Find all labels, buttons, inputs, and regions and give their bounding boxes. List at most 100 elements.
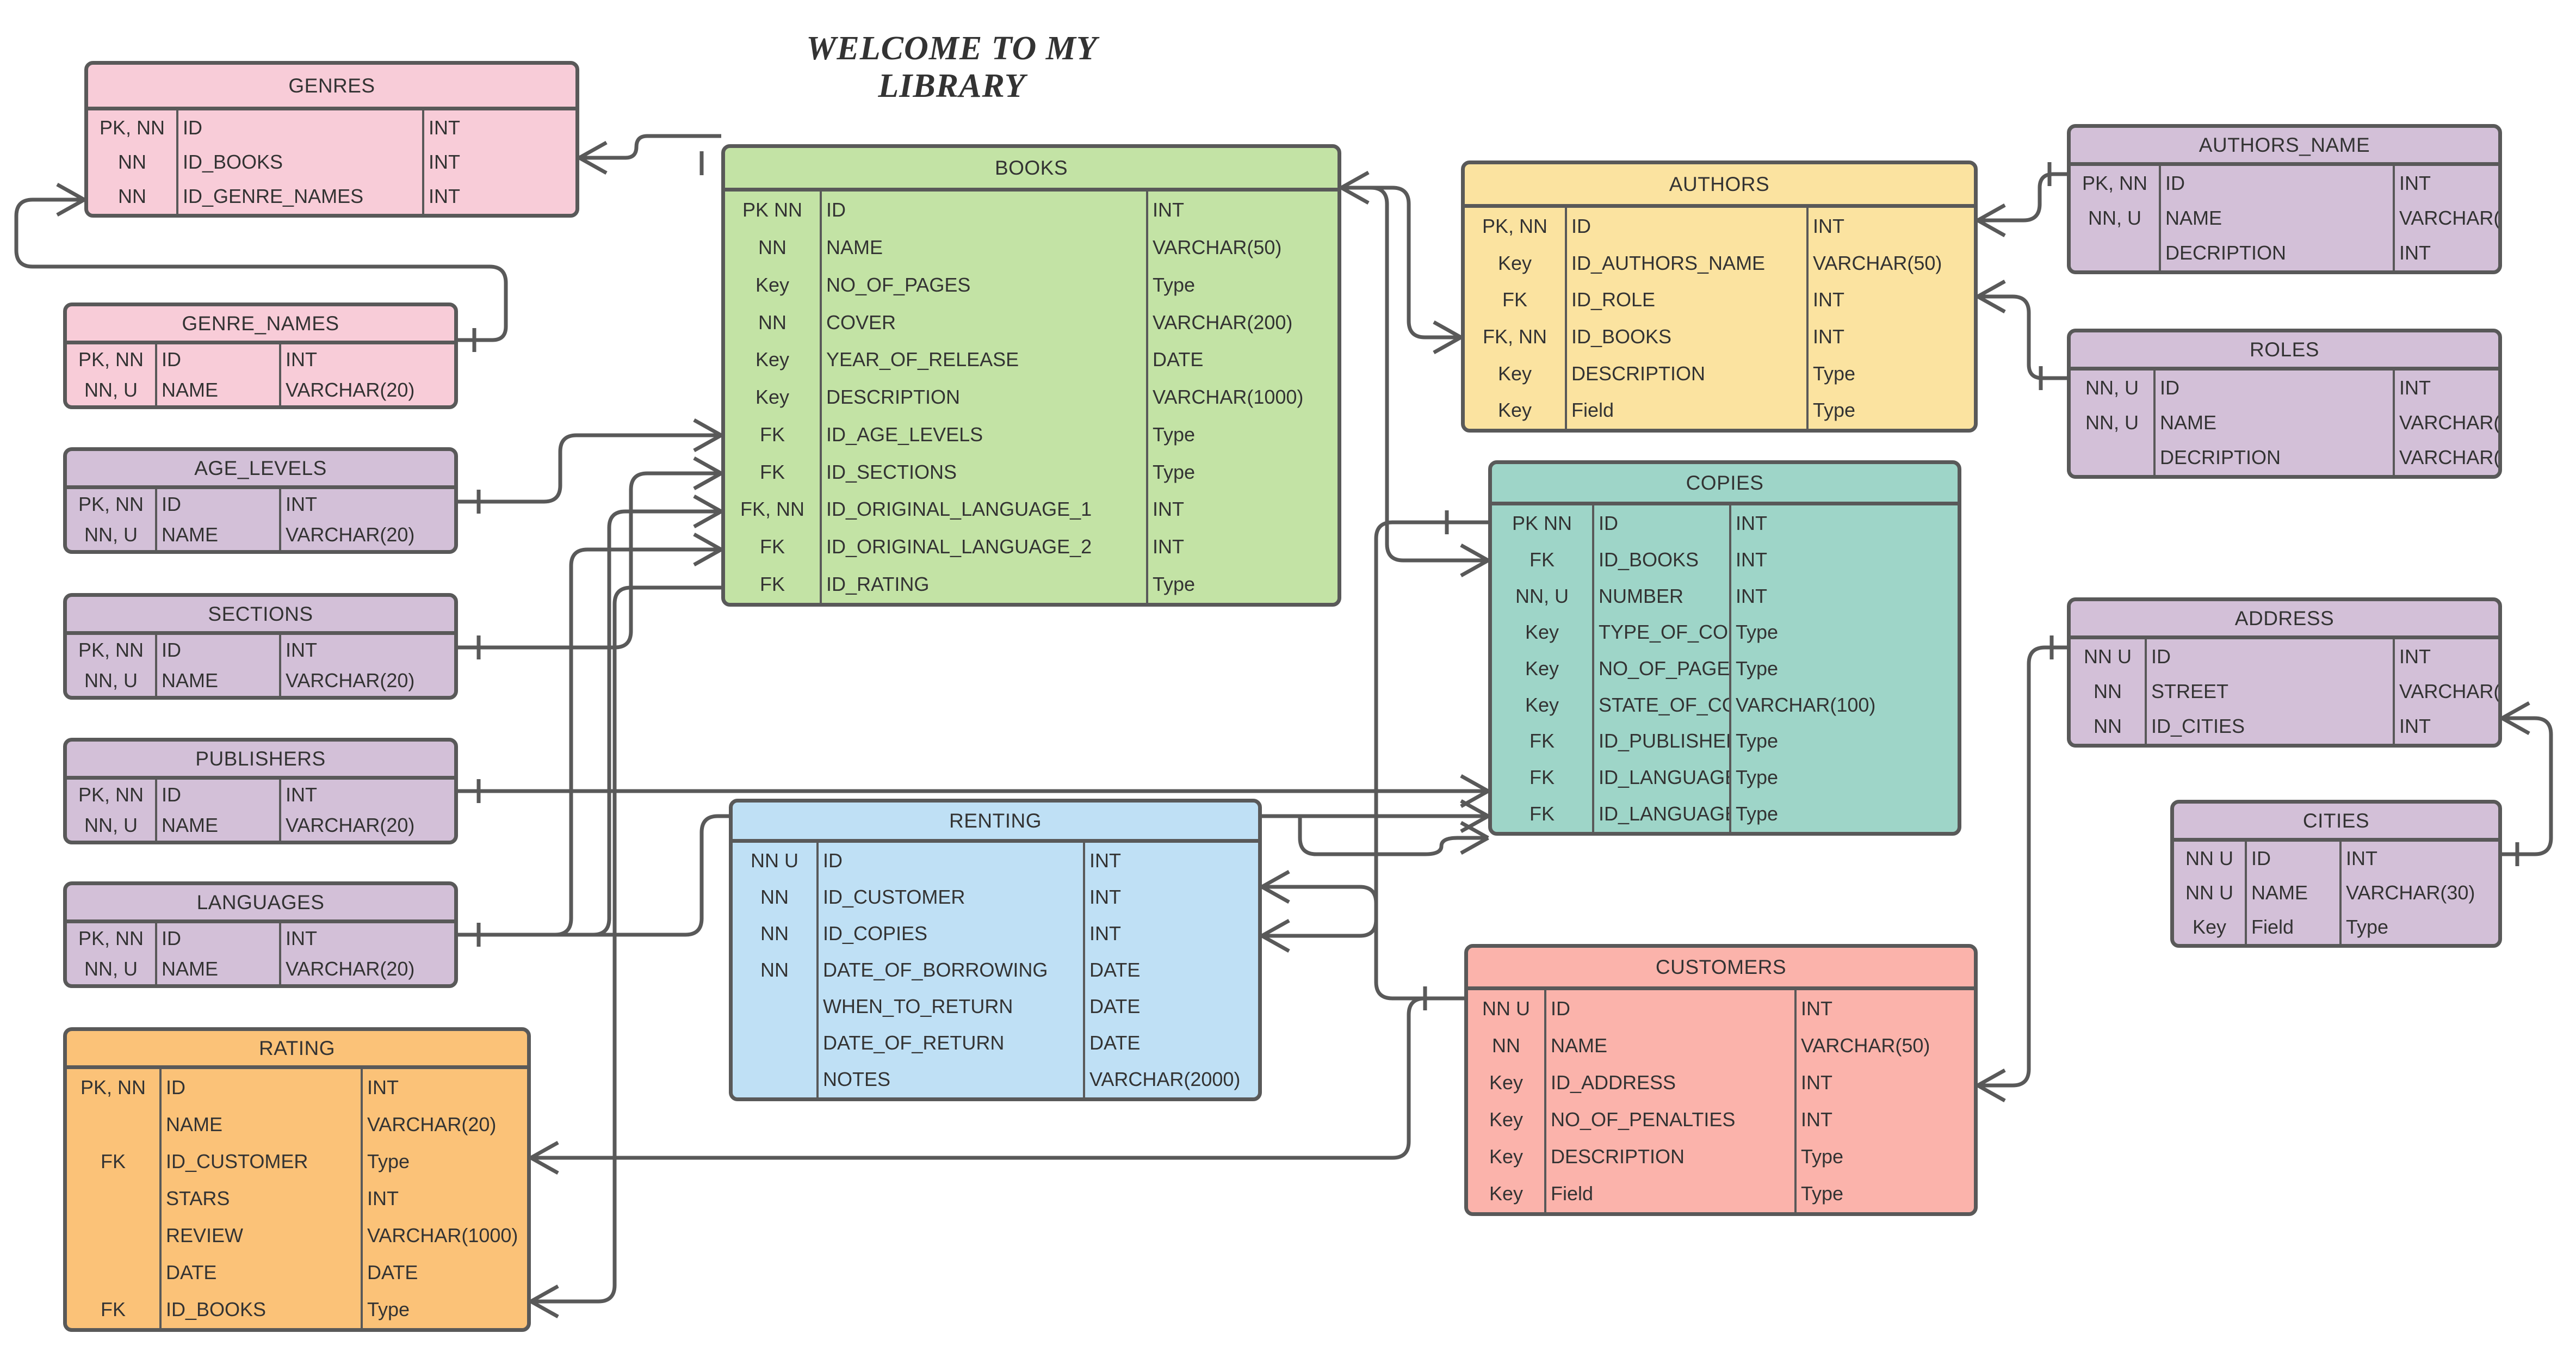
column-constraint: PK, NN bbox=[88, 110, 178, 145]
entity-table-title: ROLES bbox=[2071, 332, 2498, 371]
column-name: ID bbox=[2247, 842, 2342, 876]
column-datatype: INT bbox=[2399, 715, 2431, 737]
column-constraint: Key bbox=[1465, 355, 1567, 392]
column-constraint bbox=[733, 1061, 819, 1097]
column-name: ID_ADDRESS bbox=[1546, 1064, 1797, 1101]
column-constraint: Key bbox=[725, 378, 822, 416]
column-name: DATE_OF_BORROWING bbox=[819, 952, 1085, 989]
column-datatype: VARCHAR(1000) bbox=[2399, 446, 2498, 468]
column-datatype: VARCHAR(1000) bbox=[1153, 386, 1304, 409]
column-name: ID bbox=[157, 344, 281, 375]
